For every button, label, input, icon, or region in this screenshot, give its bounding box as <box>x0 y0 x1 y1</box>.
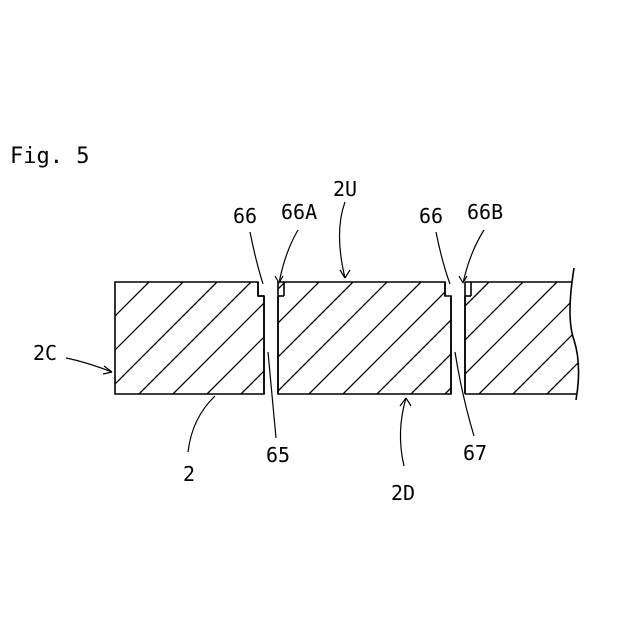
label-2: 2 <box>183 462 195 486</box>
hatch-line <box>343 282 455 394</box>
hatch-line <box>479 282 591 394</box>
hatch-line <box>547 282 640 394</box>
hatch-line <box>411 282 523 394</box>
hatch-line <box>241 282 353 394</box>
section-hatching <box>3 282 640 394</box>
leader-lines <box>66 202 484 466</box>
hatch-line <box>309 282 421 394</box>
label-66-right: 66 <box>419 204 443 228</box>
label-2U: 2U <box>333 177 357 201</box>
hatch-line <box>445 282 557 394</box>
figure-title: Fig. 5 <box>10 144 89 169</box>
hatch-line <box>105 282 217 394</box>
hatch-line <box>513 282 625 394</box>
label-66-left: 66 <box>233 204 257 228</box>
hatch-line <box>37 282 149 394</box>
hatch-line <box>275 282 387 394</box>
hatch-line <box>207 282 319 394</box>
label-2C: 2C <box>33 341 57 365</box>
hatch-line <box>377 282 489 394</box>
label-2D: 2D <box>391 481 415 505</box>
hatch-line <box>3 282 115 394</box>
hatch-line <box>139 282 251 394</box>
label-66B: 66B <box>467 200 503 224</box>
label-65: 65 <box>266 443 290 467</box>
hatch-line <box>581 282 640 394</box>
label-66A: 66A <box>281 200 317 224</box>
label-67: 67 <box>463 441 487 465</box>
slit-65 <box>258 282 284 394</box>
hatch-line <box>71 282 183 394</box>
hatch-line <box>173 282 285 394</box>
